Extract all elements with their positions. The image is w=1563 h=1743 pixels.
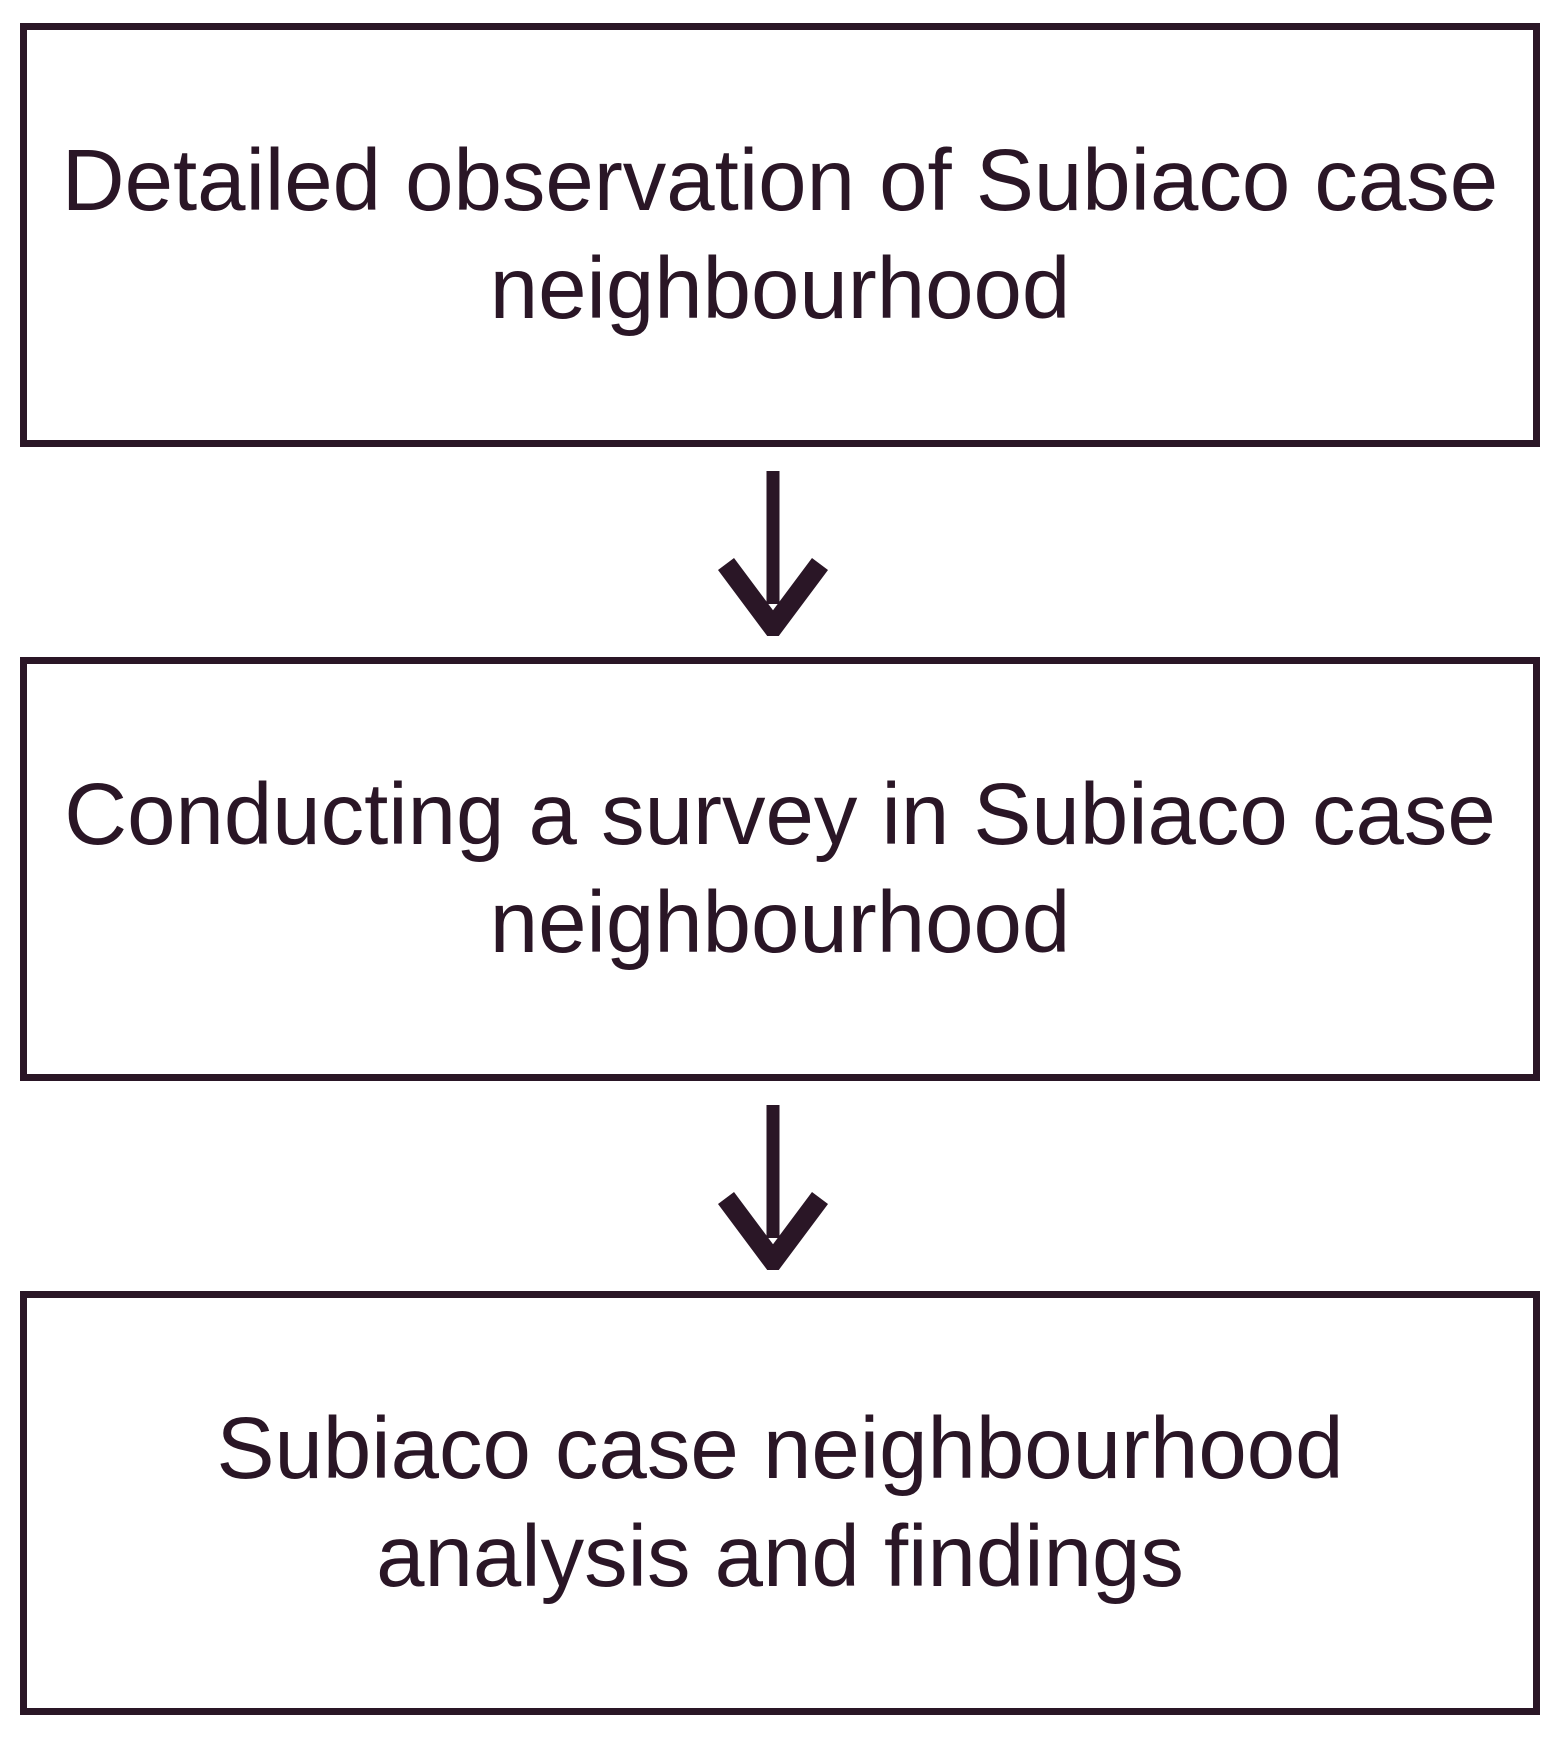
arrow-down-icon — [717, 471, 828, 636]
flow-box-label: Subiaco case neighbourhood analysis and … — [216, 1400, 1344, 1605]
flow-box-label: Conducting a survey in Subiaco case neig… — [64, 766, 1496, 971]
connector-1 — [0, 447, 1563, 657]
flow-box-detailed-observation: Detailed observation of Subiaco case nei… — [20, 23, 1540, 447]
flow-box-label: Detailed observation of Subiaco case nei… — [61, 132, 1499, 337]
arrow-down-icon — [717, 1105, 828, 1270]
flow-box-conducting-survey: Conducting a survey in Subiaco case neig… — [20, 657, 1540, 1081]
connector-2 — [0, 1081, 1563, 1291]
flow-box-analysis-findings: Subiaco case neighbourhood analysis and … — [20, 1291, 1540, 1715]
